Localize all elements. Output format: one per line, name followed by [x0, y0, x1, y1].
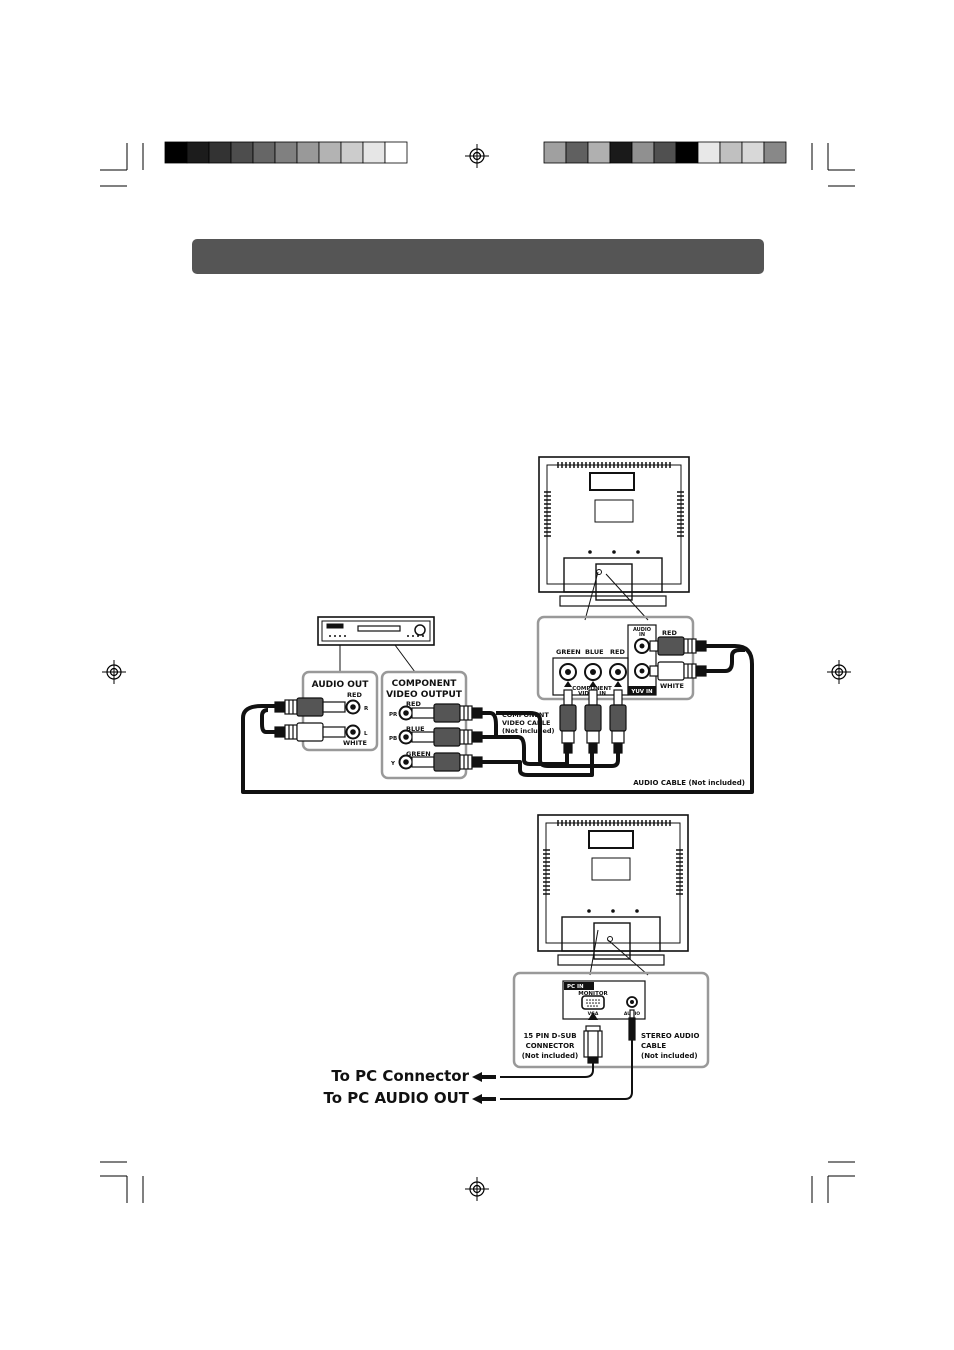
crop-marks [100, 143, 855, 1203]
tv-audio-in-label-1: AUDIO [633, 627, 651, 633]
tv-green-label: GREEN [556, 648, 581, 656]
tv-blue-label: BLUE [585, 648, 604, 656]
calibration-swatch [565, 141, 589, 164]
pc-arrows [472, 1072, 496, 1104]
calibration-swatch [719, 141, 743, 164]
calibration-swatch [653, 141, 677, 164]
callout-line-2b [607, 939, 649, 976]
calibration-swatch [362, 141, 386, 164]
pc-in-label: PC IN [567, 984, 584, 990]
pc-monitor-label: MONITOR [578, 991, 608, 997]
tv-jack-panel-component [536, 615, 695, 701]
tv-white-plug-label: WHITE [660, 682, 684, 690]
calibration-swatch [340, 141, 364, 164]
to-pc-connector-label: To PC Connector [331, 1067, 469, 1085]
dsub-label-3: (Not included) [522, 1052, 579, 1060]
dvd-y-jack-label: Y [390, 761, 396, 767]
dsub-label-2: CONNECTOR [526, 1042, 575, 1050]
calibration-swatch [296, 141, 320, 164]
dvd-pb-jack-label: PB [389, 736, 397, 742]
calibration-swatch [208, 141, 232, 164]
component-cable-label-2: VIDEO CABLE [502, 719, 550, 727]
calibration-swatch [587, 141, 611, 164]
audio-cable-label: AUDIO CABLE (Not included) [633, 779, 745, 787]
section-header-bar [192, 239, 764, 274]
calibration-swatch [675, 141, 699, 164]
dvd-pr-color-label: RED [406, 700, 421, 708]
dvd-audio-plugs [274, 697, 346, 742]
component-cable [482, 711, 498, 739]
dvd-component-output-panel [380, 670, 468, 780]
dvd-pb-color-label: BLUE [406, 725, 425, 733]
calibration-swatch [230, 141, 254, 164]
tv-red-plug-label: RED [662, 629, 677, 637]
component-output-title-1: COMPONENT [392, 679, 458, 689]
dsub-connector [583, 1025, 603, 1064]
insert-arrows [564, 681, 622, 1020]
audio-out-l-label: L [364, 731, 368, 737]
component-cable-label-1: COMPONENT [502, 711, 549, 719]
calibration-swatch [164, 141, 188, 164]
dsub-label-1: 15 PIN D-SUB [523, 1032, 576, 1040]
calibration-swatch [543, 141, 567, 164]
tv-audio-plugs [649, 636, 707, 681]
registration-mark-left [102, 660, 126, 684]
calibration-swatch [609, 141, 633, 164]
cables [241, 644, 754, 794]
stereo-label-3: (Not included) [641, 1052, 698, 1060]
dvd-component-jacks [398, 705, 414, 770]
calibration-swatch [741, 141, 765, 164]
dvd-audio-jacks [345, 699, 361, 740]
callout-line-1b [605, 573, 649, 621]
registration-mark-bottom [465, 1177, 489, 1201]
tv-red-label: RED [610, 648, 625, 656]
component-cable-label-3: (Not included) [502, 727, 555, 735]
registration-mark-top [465, 144, 489, 168]
calibration-bar-left [164, 141, 408, 164]
calibration-swatch [763, 141, 787, 164]
audio-cable [241, 644, 754, 794]
audio-cable-white [706, 648, 745, 673]
calibration-swatch [274, 141, 298, 164]
registration-mark-right [827, 660, 851, 684]
tv-component-in-label-1: COMPONENT [572, 686, 612, 692]
pc-cables [500, 1040, 633, 1100]
stereo-audio-plug [628, 1009, 636, 1041]
audio-out-r-label: R [364, 706, 369, 712]
tv-jack-panel-pc [512, 971, 710, 1069]
tv-component-plugs [559, 689, 627, 754]
calibration-swatch [186, 141, 210, 164]
calibration-swatch [252, 141, 276, 164]
dvd-player [317, 616, 435, 673]
dvd-pr-jack-label: PR [389, 712, 398, 718]
calibration-swatch [697, 141, 721, 164]
stereo-label-1: STEREO AUDIO [641, 1032, 699, 1040]
audio-out-title: AUDIO OUT [312, 680, 370, 690]
tv-yuv-in-label: YUV IN [630, 689, 653, 695]
dvd-y-color-label: GREEN [406, 750, 431, 758]
tv-rear-bottom [537, 814, 689, 966]
calibration-swatch [631, 141, 655, 164]
calibration-bar-right [543, 141, 787, 164]
component-output-title-2: VIDEO OUTPUT [386, 690, 463, 700]
stereo-cable [500, 1040, 633, 1100]
tv-audio-in-label-2: IN [639, 632, 645, 638]
callout-line-2a [589, 929, 599, 976]
to-pc-audio-out-label: To PC AUDIO OUT [324, 1089, 470, 1107]
audio-out-red-label: RED [347, 691, 362, 699]
calibration-swatch [384, 141, 408, 164]
dvd-component-plugs [411, 703, 483, 772]
vga-cable [500, 1063, 594, 1078]
tv-rear-top [538, 456, 690, 607]
stereo-label-2: CABLE [641, 1042, 666, 1050]
calibration-swatch [318, 141, 342, 164]
audio-out-white-label: WHITE [343, 739, 367, 747]
callout-line-1a [584, 571, 599, 621]
